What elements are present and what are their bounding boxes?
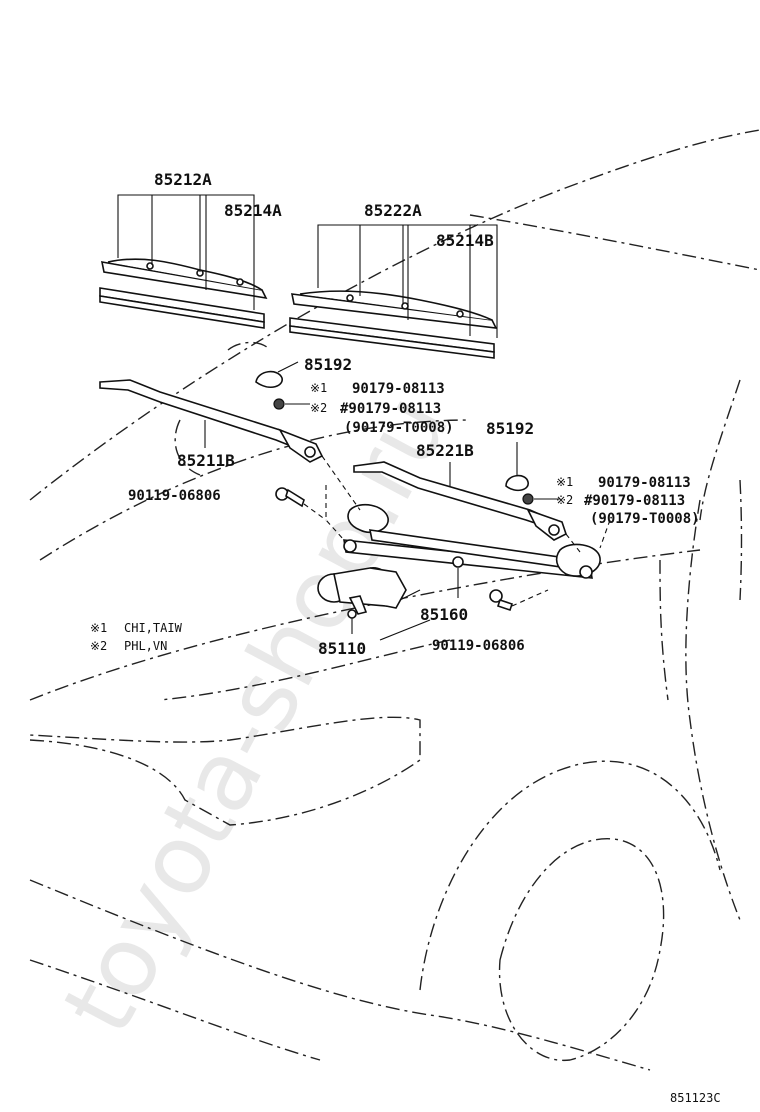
label-85222A: 85222A	[364, 201, 422, 220]
legend-mark-2: ※2	[90, 639, 107, 653]
nut-left-mark-1: ※1	[310, 381, 327, 395]
cap-right	[505, 442, 529, 492]
nut-left-part-2: #90179-08113	[340, 401, 441, 417]
label-85212A: 85212A	[154, 170, 212, 189]
nut-right-part-1: 90179-08113	[598, 475, 691, 491]
cap-left	[255, 361, 299, 389]
bolt-right	[489, 589, 549, 612]
bolt-left	[275, 487, 327, 521]
wiper-motor	[317, 567, 421, 634]
nut-right-part-2: #90179-08113	[584, 493, 685, 509]
wiper-arm-right	[353, 461, 567, 541]
diagram-code: 851123C	[670, 1091, 721, 1105]
nut-left-alt: (90179-T0008)	[344, 420, 454, 436]
label-85160: 85160	[420, 605, 468, 624]
label-85221B: 85221B	[416, 441, 474, 460]
region-legend: ※1 CHI,TAIW ※2 PHL,VN	[90, 621, 183, 653]
label-90119-06806-left: 90119-06806	[128, 488, 221, 504]
nut-right-mark-2: ※2	[556, 493, 573, 507]
nut-right	[522, 493, 560, 505]
legend-mark-1: ※1	[90, 621, 107, 635]
wiper-arm-left	[99, 379, 324, 463]
blade-leaders	[117, 194, 498, 338]
vehicle-body-outline	[29, 129, 760, 1071]
nut-callout-right: ※1 90179-08113 ※2 #90179-08113 (90179-T0…	[556, 475, 700, 527]
nut-callout-left: ※1 90179-08113 ※2 #90179-08113 (90179-T0…	[310, 381, 454, 436]
wiper-blade-rh	[99, 258, 268, 329]
label-85192-right: 85192	[486, 419, 534, 438]
label-85192-left: 85192	[304, 355, 352, 374]
nut-right-mark-1: ※1	[556, 475, 573, 489]
nut-left-mark-2: ※2	[310, 401, 327, 415]
label-85214A: 85214A	[224, 201, 282, 220]
label-85214B: 85214B	[436, 231, 494, 250]
label-85110: 85110	[318, 639, 366, 658]
legend-text-1: CHI,TAIW	[124, 621, 183, 635]
nut-right-alt: (90179-T0008)	[590, 511, 700, 527]
label-90119-06806-right: 90119-06806	[432, 638, 525, 654]
nut-left	[273, 398, 310, 410]
assembly-leaders	[321, 455, 611, 641]
nut-left-part-1: 90179-08113	[352, 381, 445, 397]
legend-text-2: PHL,VN	[124, 639, 167, 653]
wiper-link-assembly	[343, 503, 601, 598]
label-85211B: 85211B	[177, 451, 235, 470]
wiper-blade-lh	[289, 290, 498, 359]
